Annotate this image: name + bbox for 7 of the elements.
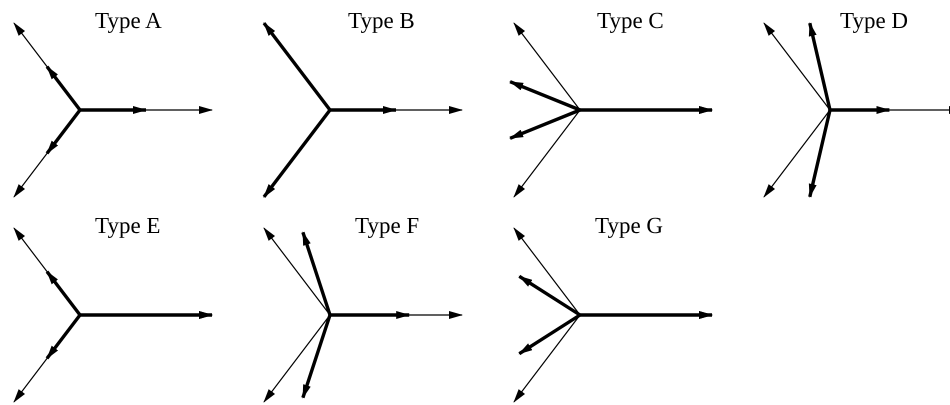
panel-title: Type B <box>348 8 415 34</box>
panel-title: Type F <box>355 213 420 239</box>
panel-title: Type E <box>95 213 160 239</box>
panel-title: Type A <box>95 8 162 34</box>
panel-title: Type D <box>840 8 908 34</box>
panel-title: Type G <box>595 213 664 239</box>
panel-title: Type C <box>597 8 664 34</box>
